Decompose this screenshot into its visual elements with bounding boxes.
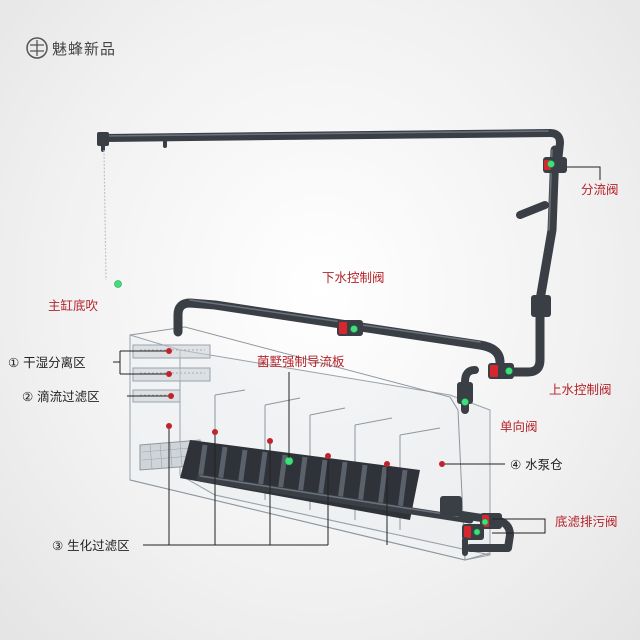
top-return-pipe [99,129,564,166]
bottom-blow-line [103,149,107,281]
brand-logo-icon [26,37,48,59]
leader-bio [143,429,388,546]
bottom-drain-pipe [196,474,474,524]
marker-dry-wet-1 [166,348,172,354]
label-dry-wet-separation: ① 干湿分离区 [8,355,86,370]
markers [114,160,555,536]
overflow-pipe [173,298,505,367]
top-pipe-elbow-left [97,132,109,146]
top-return-pipe-hl [102,130,549,137]
marker-bio-4 [325,453,331,459]
plumbing [97,129,567,556]
label-main-tank-bottom-blow: 主缸底吹 [48,298,99,313]
bottom-drain-pipe-hl [199,475,471,519]
right-riser-pipe [495,145,560,377]
marker-bio-3 [267,438,273,444]
marker-dry-wet-2 [166,371,172,377]
label-up-water-valve: 上水控制阀 [549,382,612,397]
sump-tank [129,326,491,561]
marker-drain-valve-2 [481,518,489,526]
riser-union [531,295,551,317]
marker-bottom-blow [114,280,122,288]
label-check-valve: 单向阀 [500,419,538,434]
marker-drain-valve [473,528,481,536]
check-valve-body [457,382,473,404]
down-water-valve-handle [339,322,347,334]
tank-top-edge [129,326,466,561]
brand-logo: 魅蜂新品 [26,37,116,59]
leader-split-valve [567,166,601,180]
marker-bio-5 [384,461,390,467]
brand-logo-mark [30,40,44,56]
up-water-valve-handle [490,365,498,377]
label-bio-filter: ③ 生化过滤区 [52,538,130,553]
marker-bio-1 [166,423,172,429]
marker-drip [168,393,174,399]
flow-board-fins [197,444,408,511]
label-drip-filter: ② 滴流过滤区 [22,389,100,404]
partition-tops [214,389,441,436]
leader-lines [113,166,601,546]
leader-drain-valve [492,518,546,534]
marker-split-valve [547,160,555,168]
label-down-water-valve: 下水控制阀 [322,270,385,285]
marker-flow-board [284,456,294,466]
marker-check-valve [461,398,469,406]
marker-pump-chamber [439,461,445,467]
drain-valve-handle-2 [464,526,471,538]
label-split-valve: 分流阀 [581,182,619,197]
marker-bio-2 [212,429,218,435]
tank-base-edge [129,479,491,561]
leader-dry-wet [113,350,166,375]
labels: 分流阀 主缸底吹 下水控制阀 菌墅强制导流板 ① 干湿分离区 ② 滴流过滤区 上… [8,182,619,553]
pump-feed-pipe [461,366,479,414]
label-bacteria-flow-board: 菌墅强制导流板 [257,354,345,369]
label-bottom-drain-valve: 底滤排污阀 [555,514,618,529]
branch-pipe [516,201,549,219]
pump-body [440,496,462,516]
marker-up-water-valve [505,367,513,375]
brand-name: 魅蜂新品 [52,40,116,58]
overflow-pipe-hl [189,299,481,343]
marker-down-water-valve [350,325,358,333]
label-pump-chamber: ④ 水泵仓 [510,457,563,472]
